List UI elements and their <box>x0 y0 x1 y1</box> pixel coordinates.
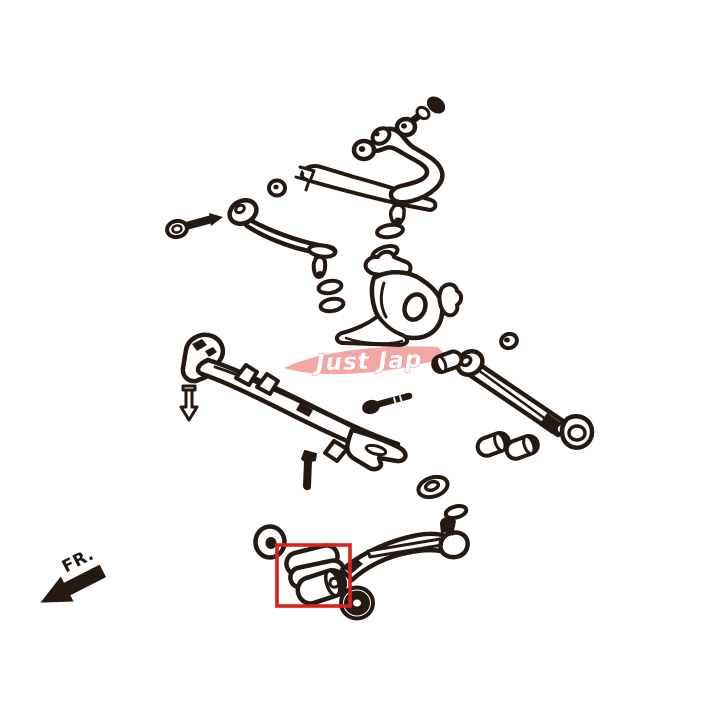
traction-rod <box>455 349 595 450</box>
bolt-threads <box>393 395 403 406</box>
bolt-head <box>362 399 380 415</box>
subframe-tab-2 <box>255 372 280 396</box>
subframe-fork-slot <box>364 443 388 457</box>
lower-arm-left-eye-hole <box>265 537 277 549</box>
lower-arm-black-donut <box>339 585 375 621</box>
knuckle-hub-bore <box>402 292 428 322</box>
bolt-washer-collar <box>415 105 431 121</box>
ring-hole <box>273 184 279 190</box>
watermark-swoosh-icon <box>284 346 448 375</box>
camber-link <box>227 198 338 279</box>
bushing-barrel-2 <box>475 431 511 458</box>
knuckle <box>335 249 464 347</box>
knuckle-foot-line <box>344 336 404 345</box>
bolt-shank <box>182 215 216 230</box>
subframe-head-stripe-2 <box>205 347 217 357</box>
subframe-bolt-left <box>179 384 199 422</box>
bolt-head <box>426 96 446 114</box>
subframe-foot <box>323 439 349 463</box>
bolt-shank-arrow <box>179 388 199 422</box>
bushing-shade <box>328 570 345 596</box>
upper-arm-front-eye-hole <box>374 131 380 137</box>
fr-arrow-icon <box>40 564 107 603</box>
camber-link-washers <box>316 278 346 314</box>
ring-hole <box>358 146 366 152</box>
subframe-crossmember <box>180 332 408 472</box>
upper-arm-stud-tip <box>394 217 402 225</box>
washer-ring-small <box>267 178 287 198</box>
subframe-beam-line <box>213 365 358 431</box>
ring-hole <box>401 123 407 129</box>
camber-washer-2 <box>318 296 346 314</box>
lower-arm-bushing <box>295 568 347 606</box>
watermark-text: Just Jap <box>312 347 423 377</box>
lower-arm-balljoint-stud <box>440 516 456 536</box>
upper-arm-curved-member <box>368 126 445 205</box>
bolt-tip <box>209 213 223 226</box>
subframe-bolt-right <box>362 392 413 415</box>
bushing-barrel-3 <box>504 434 540 461</box>
grommet-washer <box>416 474 450 500</box>
watermark: Just Jap <box>284 346 448 377</box>
barrel-shade <box>433 356 444 373</box>
washer-ring-a <box>394 116 418 138</box>
washer-ring-b <box>351 138 377 162</box>
bolt-body <box>301 450 317 491</box>
upper-arm-bolt <box>404 96 446 128</box>
balljoint-washer <box>443 504 469 520</box>
fr-direction: FR. <box>40 545 107 603</box>
upper-arm-washer <box>375 222 405 240</box>
bolt-head-face <box>171 224 183 234</box>
barrel-shade <box>525 436 538 454</box>
camber-link-eye-hole <box>234 203 246 215</box>
rod-ring-nut <box>499 331 519 351</box>
upper-control-arm <box>294 126 445 240</box>
subframe-bolt-bottom <box>301 450 317 491</box>
left-bolt <box>165 213 223 240</box>
bushing-face-mark <box>328 576 340 589</box>
lower-control-arm <box>253 516 470 621</box>
grommet-hole <box>423 479 441 493</box>
lower-arm-balljoint-housing <box>438 530 470 560</box>
bushing-barrel-1 <box>431 349 464 375</box>
upper-arm-fork-notch <box>294 165 316 192</box>
camber-stud-tip <box>316 271 324 277</box>
knuckle-right-flag <box>437 282 464 318</box>
subframe-dark-patch <box>296 403 313 417</box>
knuckle-web-line <box>379 281 388 319</box>
highlight-box <box>275 543 352 608</box>
camber-washer-1 <box>316 278 344 296</box>
subframe-head-stripe-1 <box>192 339 207 351</box>
rod-end-hole <box>567 424 587 442</box>
ring-hole <box>504 337 510 343</box>
subframe-left-head <box>180 332 225 384</box>
subframe-tab-1 <box>234 363 259 387</box>
